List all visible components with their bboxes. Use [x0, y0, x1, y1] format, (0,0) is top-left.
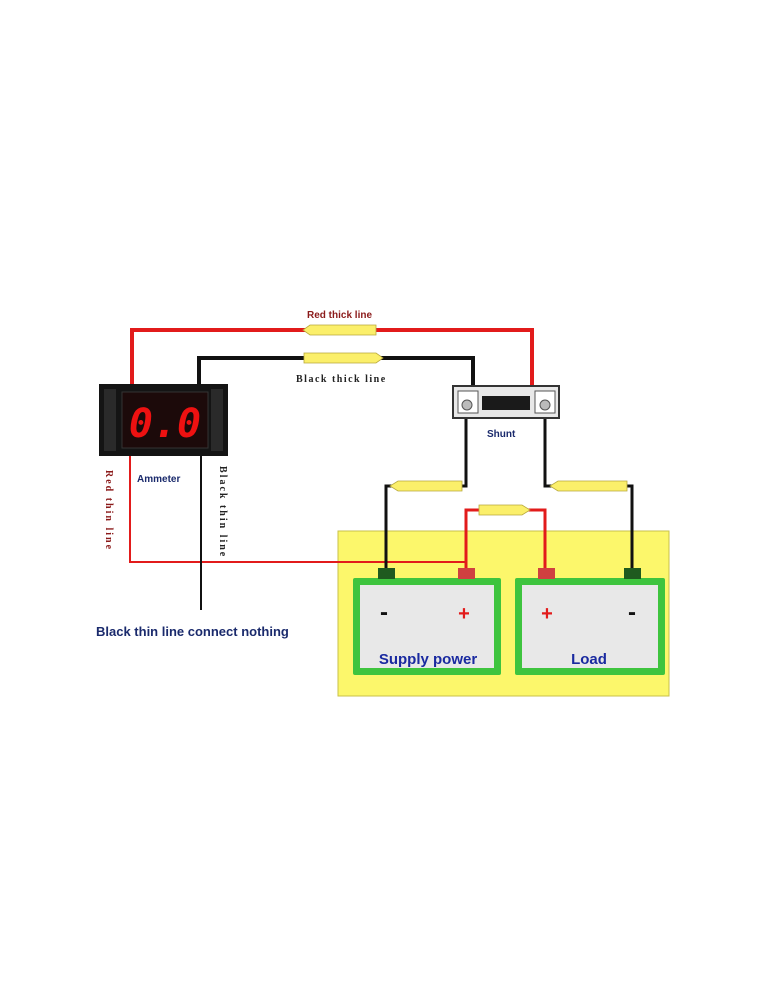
shunt-left-bolt: [461, 399, 473, 411]
supply-battery: - + Supply power: [353, 568, 501, 675]
label-red-thin-line: Red thin line: [103, 470, 114, 551]
arrow-shunt-to-supply: [389, 480, 463, 492]
label-red-thick-line: Red thick line: [307, 310, 372, 321]
supply-minus-sign: -: [380, 599, 388, 626]
supply-plus-sign: +: [458, 603, 470, 625]
arrow-red-thick: [302, 324, 377, 336]
supply-plus-terminal: [458, 568, 475, 579]
ammeter-display: 0.0: [129, 401, 201, 447]
label-black-thin-note: Black thin line connect nothing: [96, 624, 289, 639]
supply-label: Supply power: [379, 651, 478, 668]
arrow-shunt-to-load: [549, 480, 628, 492]
supply-minus-terminal: [378, 568, 395, 579]
ammeter: 0.0: [99, 384, 228, 456]
arrow-supply-to-load: [478, 504, 531, 516]
load-label: Load: [571, 651, 607, 668]
arrow-black-thick: [303, 352, 384, 364]
label-ammeter: Ammeter: [137, 474, 180, 485]
shunt-right-bolt: [539, 399, 551, 411]
label-shunt: Shunt: [487, 429, 516, 440]
load-minus-sign: -: [628, 599, 636, 626]
load-plus-sign: +: [541, 603, 553, 625]
load-plus-terminal: [538, 568, 555, 579]
label-black-thin-line: Black thin line: [217, 466, 228, 558]
shunt: [452, 385, 560, 419]
label-black-thick-line: Black thick line: [296, 374, 387, 385]
load-battery: + - Load: [515, 568, 665, 675]
load-minus-terminal: [624, 568, 641, 579]
